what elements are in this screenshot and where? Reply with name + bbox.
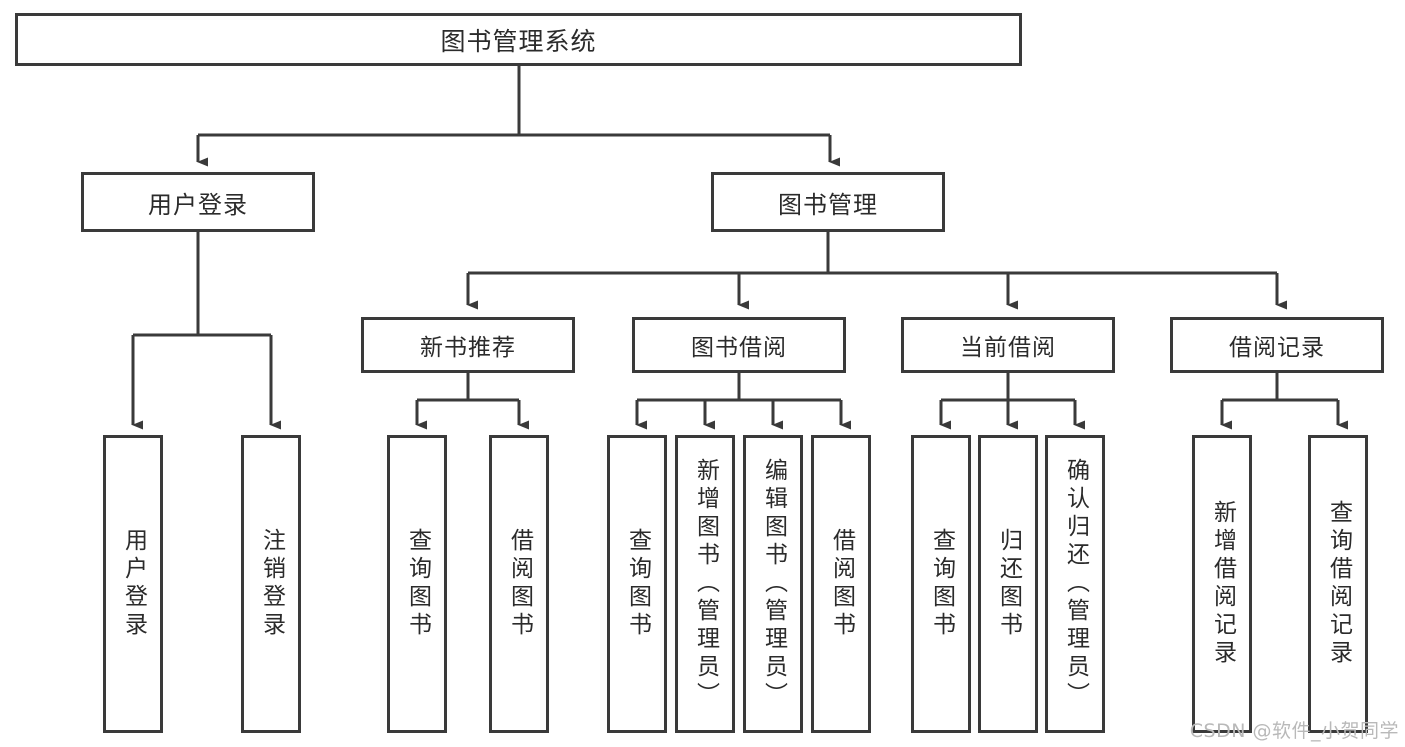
node-current-borrow[interactable]: 当前借阅 xyxy=(901,317,1115,373)
leaf-label: 用户登录 xyxy=(120,528,147,640)
leaf-book-borrow-query[interactable]: 查询图书 xyxy=(607,435,667,733)
leaf-current-borrow-confirm-admin[interactable]: 确认归还（管理员） xyxy=(1045,435,1105,733)
leaf-label: 查询图书 xyxy=(928,528,955,640)
node-current-borrow-label: 当前借阅 xyxy=(960,335,1056,361)
leaf-label: 注销登录 xyxy=(258,528,285,640)
leaf-book-borrow-borrow[interactable]: 借阅图书 xyxy=(811,435,871,733)
leaf-book-borrow-edit-admin[interactable]: 编辑图书（管理员） xyxy=(743,435,803,733)
leaf-label: 新增借阅记录 xyxy=(1209,500,1236,668)
leaf-label: 借阅图书 xyxy=(828,528,855,640)
leaf-label: 归还图书 xyxy=(995,528,1022,640)
leaf-user-login-logout[interactable]: 注销登录 xyxy=(241,435,301,733)
leaf-label: 查询图书 xyxy=(624,528,651,640)
leaf-current-borrow-return[interactable]: 归还图书 xyxy=(978,435,1038,733)
leaf-current-borrow-query[interactable]: 查询图书 xyxy=(911,435,971,733)
node-borrow-record[interactable]: 借阅记录 xyxy=(1170,317,1384,373)
leaf-label: 确认归还（管理员） xyxy=(1062,458,1089,710)
leaf-label: 查询图书 xyxy=(404,528,431,640)
leaf-book-borrow-add-admin[interactable]: 新增图书（管理员） xyxy=(675,435,735,733)
node-user-login[interactable]: 用户登录 xyxy=(81,172,315,232)
leaf-label: 编辑图书（管理员） xyxy=(760,458,787,710)
leaf-new-book-borrow[interactable]: 借阅图书 xyxy=(489,435,549,733)
node-book-borrow-label: 图书借阅 xyxy=(691,335,787,361)
leaf-label: 查询借阅记录 xyxy=(1325,500,1352,668)
leaf-borrow-record-add[interactable]: 新增借阅记录 xyxy=(1192,435,1252,733)
leaf-new-book-query[interactable]: 查询图书 xyxy=(387,435,447,733)
node-book-borrow[interactable]: 图书借阅 xyxy=(632,317,846,373)
node-borrow-record-label: 借阅记录 xyxy=(1229,335,1325,361)
node-book-management[interactable]: 图书管理 xyxy=(711,172,945,232)
node-root-label: 图书管理系统 xyxy=(440,26,597,56)
leaf-label: 新增图书（管理员） xyxy=(692,458,719,710)
node-new-book-recommend-label: 新书推荐 xyxy=(420,335,516,361)
node-new-book-recommend[interactable]: 新书推荐 xyxy=(361,317,575,373)
node-root-system[interactable]: 图书管理系统 xyxy=(15,13,1022,66)
watermark-credit: CSDN @软件_小贺同学 xyxy=(1189,720,1399,742)
leaf-user-login-login[interactable]: 用户登录 xyxy=(103,435,163,733)
leaf-borrow-record-query[interactable]: 查询借阅记录 xyxy=(1308,435,1368,733)
leaf-label: 借阅图书 xyxy=(506,528,533,640)
node-book-management-label: 图书管理 xyxy=(778,190,878,219)
node-user-login-label: 用户登录 xyxy=(148,190,248,219)
